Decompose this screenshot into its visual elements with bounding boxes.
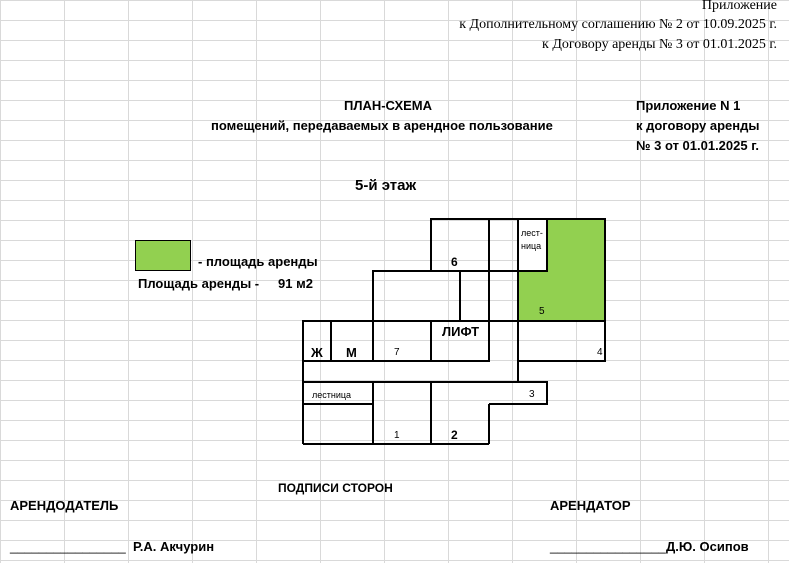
- stairs-top-label-2: ница: [521, 241, 542, 251]
- room-5-label: 5: [539, 306, 545, 317]
- appendix-line-2: к договору аренды: [636, 118, 760, 133]
- tenant-signature-line: ________________: [550, 539, 666, 554]
- signatures-heading: ПОДПИСИ СТОРОН: [278, 481, 393, 495]
- stairs-top-label-1: лест-: [521, 228, 543, 238]
- tenant-title: АРЕНДАТОР: [550, 498, 631, 513]
- room-2-label: 2: [451, 428, 458, 442]
- lift-label: ЛИФТ: [442, 324, 480, 339]
- room-4-label: 4: [597, 347, 603, 358]
- stairs-top-block: [517, 218, 548, 272]
- plan-subtitle: помещений, передаваемых в арендное польз…: [211, 118, 553, 133]
- landlord-name: Р.А. Акчурин: [133, 539, 215, 554]
- header-line-2: к Дополнительному соглашению № 2 от 10.0…: [459, 17, 777, 32]
- floor-label: 5-й этаж: [355, 177, 417, 194]
- area-value: 91 м2: [278, 276, 313, 291]
- room-6-label: 6: [451, 255, 458, 269]
- lift-block: [430, 320, 490, 362]
- tenant-name: Д.Ю. Осипов: [666, 539, 749, 554]
- room-4-block: [517, 320, 606, 362]
- header-line-1: Приложение: [701, 0, 777, 13]
- room-1-label: 1: [394, 430, 400, 441]
- legend-label: - площадь аренды: [198, 254, 318, 269]
- appendix-line-3: № 3 от 01.01.2025 г.: [636, 138, 759, 153]
- room-7-label: 7: [394, 347, 400, 358]
- header-line-3: к Договору аренды № 3 от 01.01.2025 г.: [542, 37, 777, 52]
- room-6-block: [430, 218, 519, 272]
- plan-title: ПЛАН-СХЕМА: [343, 98, 433, 113]
- landlord-signature-line: ________________: [10, 539, 126, 554]
- appendix-line-1: Приложение N 1: [636, 98, 741, 113]
- area-label: Площадь аренды -: [138, 276, 260, 291]
- landlord-title: АРЕНДОДАТЕЛЬ: [10, 498, 119, 513]
- room-3-label: 3: [529, 389, 535, 400]
- mens-label: М: [346, 345, 357, 360]
- legend-swatch: [135, 240, 191, 271]
- middle-block: [372, 270, 519, 322]
- stairs-bottom-label: лестница: [312, 390, 352, 400]
- womens-label: Ж: [311, 345, 323, 360]
